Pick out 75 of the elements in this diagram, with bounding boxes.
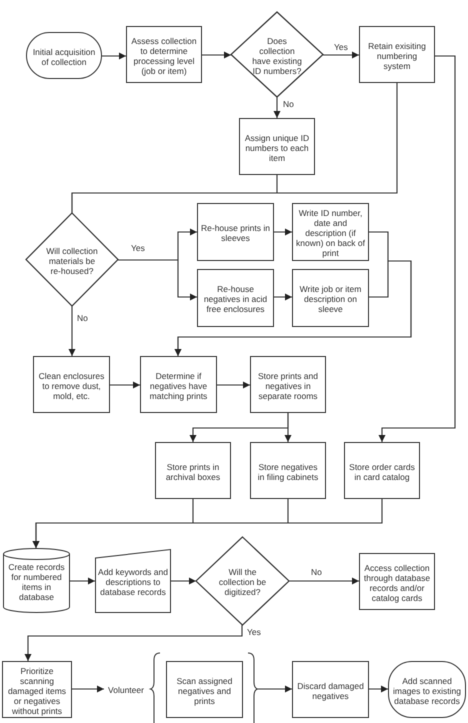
step-text: Prioritize scanning damaged items or negatives without prints (6, 664, 68, 716)
edge-label: Yes (130, 243, 146, 253)
edge-label: No (310, 567, 323, 577)
step-text: Store prints and negatives in separate rooms (256, 370, 319, 400)
decision-diamond (26, 213, 118, 306)
decision-diamond (231, 12, 323, 97)
process-box (33, 356, 110, 413)
step-text: Add keywords and descriptions to database records (97, 566, 169, 597)
step-text: Retain exisiting numbering system (367, 40, 427, 70)
process-box (359, 553, 435, 610)
connector-arrow (217, 382, 250, 388)
end-terminal (388, 661, 466, 718)
connector-arrow (174, 260, 412, 356)
connector-arrow (32, 499, 383, 548)
connector-arrow (378, 55, 456, 442)
database-cylinder (3, 548, 70, 613)
step-text: Determine if negatives have matching prints (148, 370, 208, 400)
process-box (155, 442, 231, 499)
process-box (250, 356, 326, 413)
connector-arrow (72, 686, 104, 692)
decision-diamond (196, 537, 289, 625)
connector-arrow (102, 52, 126, 60)
step-text: Re-house prints in sleeves (200, 222, 271, 243)
step-text: Store prints in archival boxes (164, 460, 222, 482)
step-text: Assign unique ID numbers to each item (244, 132, 310, 162)
process-box (197, 269, 274, 327)
step-text: Create records for numbered items in database (7, 560, 66, 602)
connector-arrow (369, 686, 388, 692)
step-text: Access collection through database records and/or catalog cards (362, 562, 432, 602)
process-box (239, 118, 315, 175)
edge-label: Yes (333, 42, 349, 52)
connector-arrow (274, 97, 280, 118)
step-text: Scan assigned negatives and prints (176, 674, 234, 706)
process-box (140, 356, 217, 413)
step-text: Store negatives in filing cabinets (256, 460, 320, 482)
step-text: Does collection have existing ID numbers? (251, 34, 303, 76)
edge-label: Yes (246, 627, 262, 637)
connector-arrow (118, 259, 197, 300)
edge-label: No (76, 313, 89, 323)
process-box (292, 661, 369, 718)
process-box (197, 203, 274, 261)
start-terminal (26, 32, 102, 79)
connector-arrow (24, 625, 243, 661)
manual-input-shape (95, 549, 171, 613)
step-text: Assess collection to determine processing level (job or item) (130, 34, 198, 76)
connector-arrow (284, 413, 292, 442)
connector-arrow (323, 52, 359, 58)
connector-arrow (171, 578, 196, 584)
step-text: Write job or item description on sleeve (298, 283, 362, 314)
connector-arrow (70, 578, 95, 584)
step-text: Initial acquisition of collection (32, 46, 96, 66)
process-box (250, 442, 326, 499)
connector-arrow (274, 294, 292, 300)
step-text: Write ID number, date and description (if known) on back of print (295, 207, 366, 258)
step-text: Will collection materials be re-housed? (45, 244, 99, 276)
step-text: Add scanned images to existing database records (392, 674, 462, 706)
process-box (292, 269, 369, 327)
connector-arrow (202, 52, 231, 58)
step-text: Re-house negatives in acid free enclosures (202, 283, 268, 314)
brace-group (150, 652, 258, 723)
connector-arrow (110, 382, 140, 388)
step-text: Clean enclosures to remove dust, mold, etc. (38, 370, 106, 400)
connector-arrow (289, 578, 359, 584)
step-text: Volunteer (107, 684, 145, 695)
connector-arrow (258, 686, 292, 692)
edge-label: No (282, 99, 295, 109)
process-box (166, 661, 243, 718)
process-box (126, 26, 202, 83)
connector-arrow (274, 228, 292, 236)
step-text: Store order cards in card catalog (348, 460, 416, 482)
process-box (359, 26, 435, 83)
step-text: Discard damaged negatives (296, 680, 365, 700)
connector-arrow (68, 306, 76, 356)
process-box (344, 442, 420, 499)
step-text: Will the collection be digitized? (218, 566, 268, 597)
